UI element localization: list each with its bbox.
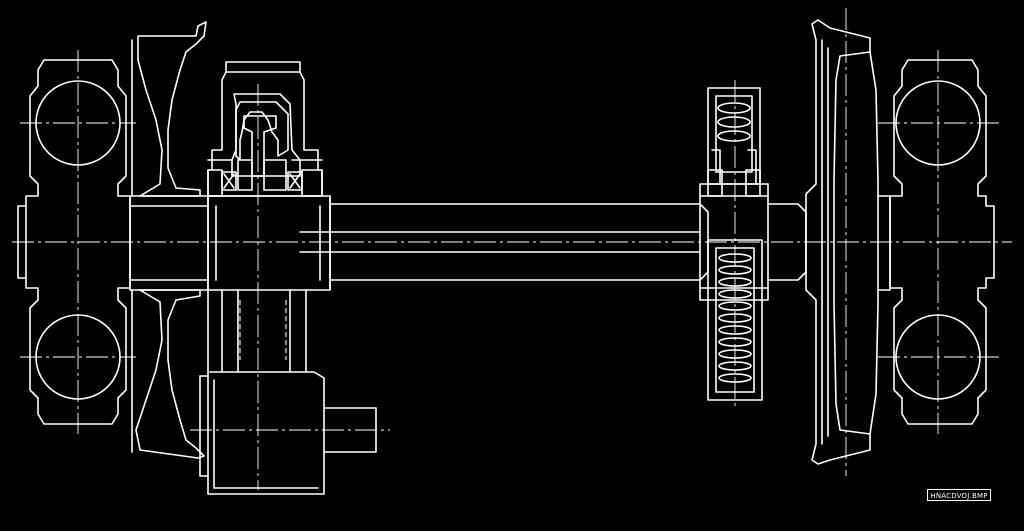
axle-shaft <box>299 195 709 291</box>
right-wheel <box>805 8 891 476</box>
left-wheel <box>129 21 209 459</box>
file-name-label: HNACDVOJ.BMP <box>927 489 991 501</box>
drive-hub <box>190 61 390 495</box>
spring-coupling <box>699 80 807 410</box>
gear-housing-top <box>207 71 323 490</box>
right-axlebox <box>878 50 1002 434</box>
left-axlebox <box>17 50 136 434</box>
